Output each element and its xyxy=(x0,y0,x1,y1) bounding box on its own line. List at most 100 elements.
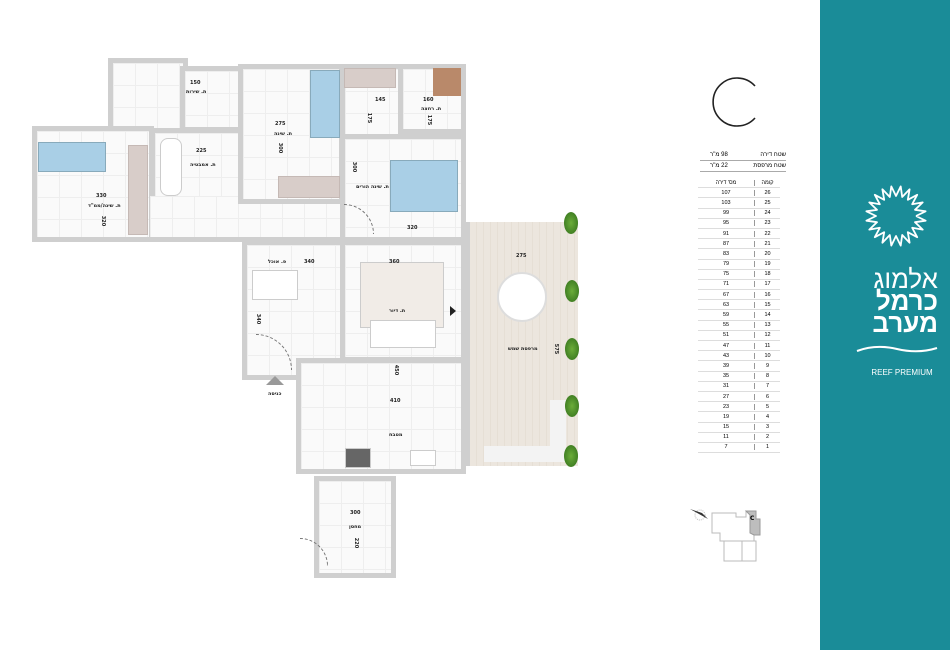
apt-number: 67 xyxy=(722,291,730,298)
table-row: 51 12 xyxy=(698,331,780,341)
apt-number: 75 xyxy=(722,271,730,278)
room-label: מטבח xyxy=(389,432,403,438)
table-row: 43 10 xyxy=(698,351,780,362)
dimension: 275 xyxy=(275,121,286,127)
brand-line-2: כרמל xyxy=(875,286,938,316)
apt-number: 43 xyxy=(722,352,730,359)
brand-panel: אלמוג כרמל מערב REEF PREMIUM xyxy=(820,0,950,650)
brand-name: אלמוג כרמל מערב xyxy=(820,264,950,338)
bathtub xyxy=(160,138,182,196)
floor-number: 5 xyxy=(754,403,780,410)
balcony-area-value: 22 מ"ר xyxy=(710,163,728,169)
compass-north-icon xyxy=(690,509,761,562)
table-row: 55 13 xyxy=(698,321,780,331)
floor-number: 21 xyxy=(754,240,780,247)
apt-number: 47 xyxy=(722,342,730,349)
plant xyxy=(564,445,578,467)
apt-number: 11 xyxy=(723,434,729,441)
floor-number: 10 xyxy=(754,352,780,359)
table-row: 19 4 xyxy=(698,412,780,423)
dimension: 320 xyxy=(407,225,418,231)
table-row: 75 18 xyxy=(698,270,780,280)
floor-number: 6 xyxy=(754,393,780,400)
floor-number: 13 xyxy=(754,322,780,329)
dimension: 220 xyxy=(353,537,360,549)
floor-number: 12 xyxy=(754,332,780,339)
dimension: 175 xyxy=(426,114,433,126)
floor-number: 22 xyxy=(754,230,780,237)
window-arrow-icon xyxy=(450,306,456,316)
table-row: 87 21 xyxy=(698,239,780,250)
brand-line-1: אלמוג xyxy=(873,264,938,294)
room-label: מרפסת שמש xyxy=(508,346,538,352)
kitchen-sink xyxy=(410,450,436,466)
floor-number: 16 xyxy=(754,291,780,298)
apt-number: 71 xyxy=(722,281,730,288)
dimension: 320 xyxy=(100,215,107,227)
dining-table xyxy=(252,270,298,300)
apt-number: 87 xyxy=(722,240,730,247)
balcony-table xyxy=(497,272,547,322)
dimension: 575 xyxy=(553,343,560,355)
plant xyxy=(564,212,578,234)
sofa xyxy=(370,320,436,348)
apt-number: 59 xyxy=(722,312,730,319)
floor-number: 2 xyxy=(754,434,780,441)
plant xyxy=(565,338,579,360)
apartment-area-value: 98 מ"ר xyxy=(710,152,728,158)
floor-number: 26 xyxy=(754,189,780,196)
floor-number: 24 xyxy=(754,210,780,217)
dimension: 360 xyxy=(389,259,400,265)
apt-number: 95 xyxy=(722,220,730,227)
dimension: 450 xyxy=(393,364,400,376)
dimension: 300 xyxy=(277,142,284,154)
apt-number: 35 xyxy=(722,373,730,380)
entrance-arrow-icon xyxy=(266,376,284,385)
dimension: 330 xyxy=(96,193,107,199)
apt-number: 55 xyxy=(722,322,730,329)
table-row: 11 2 xyxy=(698,433,780,443)
floor-number: 18 xyxy=(754,271,780,278)
room-kitchen xyxy=(296,358,466,474)
table-row: 23 5 xyxy=(698,402,780,413)
dimension: 160 xyxy=(423,97,434,103)
room-label: ת. שינה xyxy=(274,131,293,137)
keyplan-highlight-label: C xyxy=(750,515,755,522)
bed xyxy=(38,142,106,172)
keyplan: C xyxy=(690,505,780,565)
dimension: 145 xyxy=(375,97,386,103)
apt-number: 103 xyxy=(721,199,731,206)
floor-number: 19 xyxy=(754,261,780,268)
dimension: 300 xyxy=(351,161,358,173)
apt-number: 51 xyxy=(722,332,730,339)
brand-tagline: REEF PREMIUM xyxy=(871,368,933,377)
apt-number: 7 xyxy=(724,444,728,451)
dimension: 410 xyxy=(390,398,401,404)
header-apt-no: מס' דירה xyxy=(715,179,737,186)
wardrobe xyxy=(344,68,396,88)
stove xyxy=(345,448,371,468)
bed xyxy=(390,160,458,212)
apt-number: 19 xyxy=(722,413,730,420)
plant xyxy=(565,395,579,417)
rug xyxy=(360,262,444,328)
floor-number: 4 xyxy=(754,413,780,420)
room-storage xyxy=(314,476,396,578)
room-label: פ. אוכל xyxy=(268,259,287,265)
floor-number: 9 xyxy=(754,362,780,369)
dimension: 300 xyxy=(350,510,361,516)
apt-number: 107 xyxy=(721,189,731,196)
apt-number: 23 xyxy=(722,403,730,410)
floor-number: 15 xyxy=(754,301,780,308)
brand-line-3: מערב xyxy=(872,308,938,338)
